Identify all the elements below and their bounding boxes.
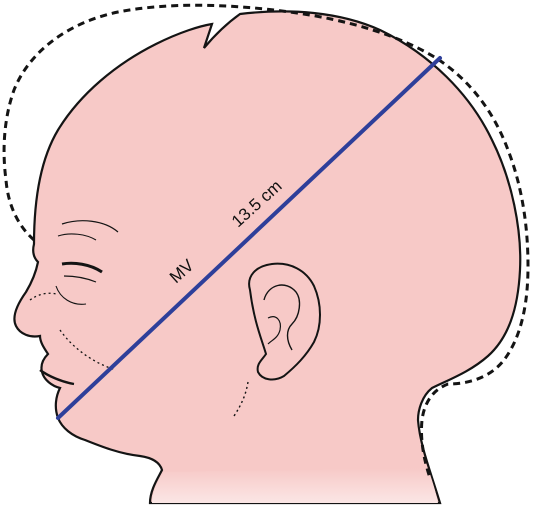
- cheek-dotted-line: [59, 329, 117, 371]
- dashed-head-outline: [2, 3, 530, 479]
- ear-inner-curve: [267, 316, 281, 345]
- measurement-line: [56, 56, 442, 420]
- cheek-fold: [55, 285, 87, 305]
- mouth: [39, 369, 75, 386]
- head-silhouette: [13, 10, 522, 505]
- neck-shading: [152, 468, 438, 503]
- forehead-wrinkle-2: [57, 233, 97, 241]
- closed-eye: [61, 261, 103, 274]
- forehead-wrinkle: [61, 220, 119, 233]
- ear-inner-fold: [263, 284, 301, 351]
- nose-dotted-line: [29, 292, 57, 301]
- eye-lower-lid: [63, 275, 97, 283]
